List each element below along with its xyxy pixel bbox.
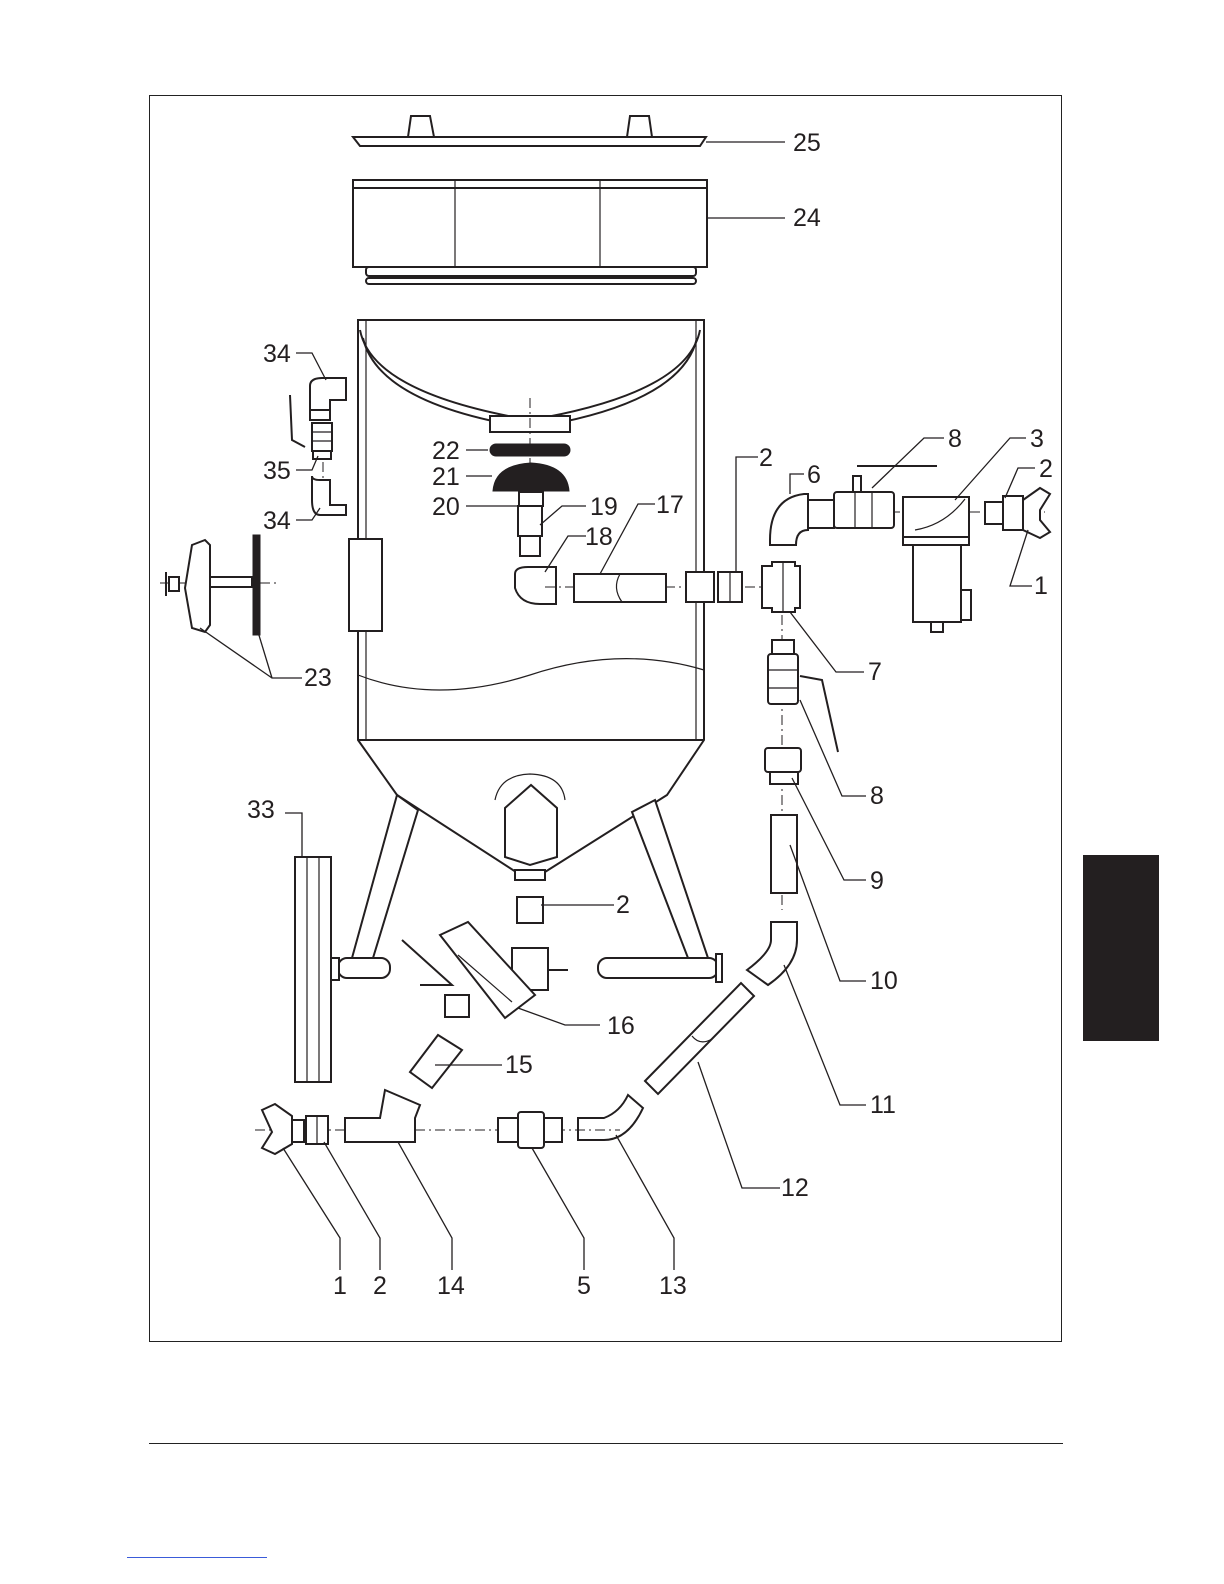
label-12: 12 <box>781 1174 809 1202</box>
part-13-elbow <box>578 1095 643 1140</box>
label-3: 3 <box>1030 425 1044 453</box>
label-6: 6 <box>807 461 821 489</box>
label-7: 7 <box>868 658 882 686</box>
label-19: 19 <box>590 493 618 521</box>
label-2-valve: 2 <box>616 891 630 919</box>
part-12-diagonal-nipple <box>645 983 754 1094</box>
label-34-upper: 34 <box>263 340 291 368</box>
label-5: 5 <box>577 1272 591 1300</box>
footer-rule <box>149 1443 1063 1444</box>
label-1-outlet: 1 <box>333 1272 347 1300</box>
label-18: 18 <box>585 523 613 551</box>
label-34-lower: 34 <box>263 507 291 535</box>
label-10: 10 <box>870 967 898 995</box>
footer-link-underline[interactable] <box>127 1557 267 1558</box>
part-23-handhole-cover <box>160 535 280 635</box>
label-33: 33 <box>247 796 275 824</box>
label-25: 25 <box>793 129 821 157</box>
label-13: 13 <box>659 1272 687 1300</box>
part-25-lid <box>353 116 706 146</box>
part-24-sieve <box>353 180 707 284</box>
label-21: 21 <box>432 463 460 491</box>
part-15-nipple <box>410 1035 462 1088</box>
label-2-tee: 2 <box>759 444 773 472</box>
label-14: 14 <box>437 1272 465 1300</box>
part-16-metering-valve <box>402 897 568 1018</box>
label-8-upper: 8 <box>948 425 962 453</box>
label-23: 23 <box>304 664 332 692</box>
label-22: 22 <box>432 437 460 465</box>
part-34-35-vent-valve <box>290 378 346 515</box>
label-2-outlet: 2 <box>373 1272 387 1300</box>
label-16: 16 <box>607 1012 635 1040</box>
label-9: 9 <box>870 867 884 895</box>
label-35: 35 <box>263 457 291 485</box>
label-17: 17 <box>656 491 684 519</box>
part-1-2-14-5-outlet-line <box>255 1090 620 1154</box>
label-15: 15 <box>505 1051 533 1079</box>
label-8-lower: 8 <box>870 782 884 810</box>
label-24: 24 <box>793 204 821 232</box>
label-2-filter: 2 <box>1039 455 1053 483</box>
label-11: 11 <box>870 1091 896 1119</box>
label-1-inlet: 1 <box>1034 572 1048 600</box>
section-tab <box>1083 855 1159 1041</box>
label-20: 20 <box>432 493 460 521</box>
part-33-wheel <box>295 857 339 1082</box>
part-8-9-10-11-outlet-line <box>747 615 838 985</box>
